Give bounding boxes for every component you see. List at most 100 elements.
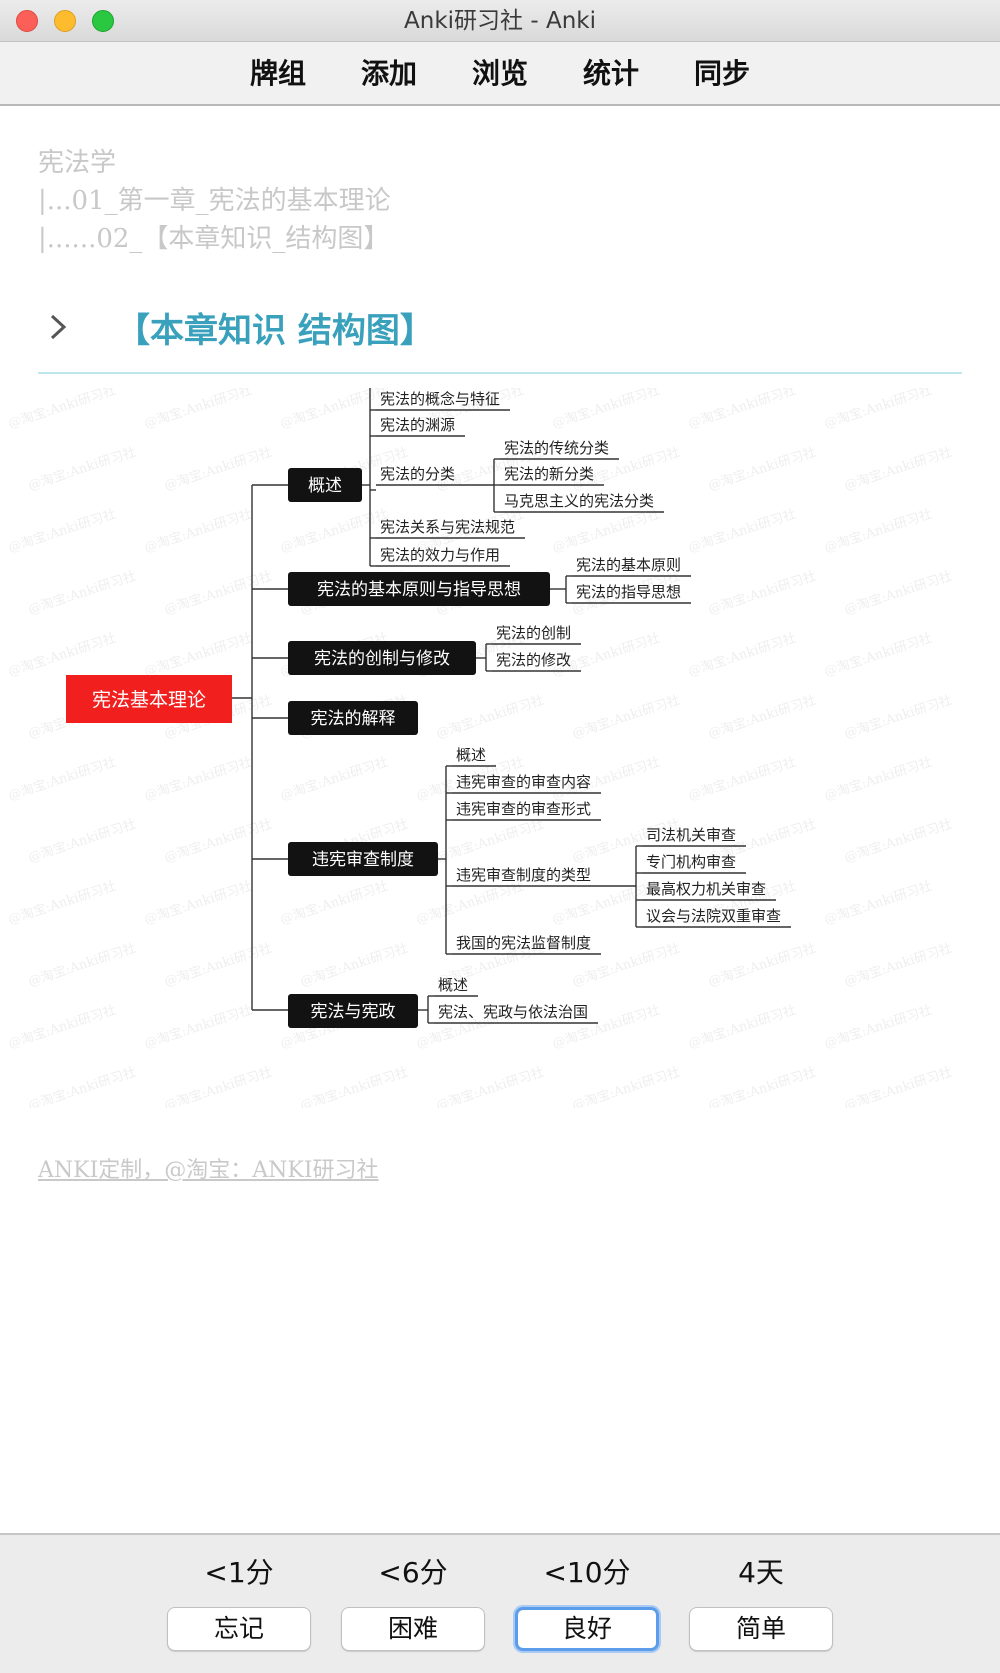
watermark-text: @淘宝:Anki研习社 bbox=[6, 878, 118, 928]
watermark-text: @淘宝:Anki研习社 bbox=[686, 630, 798, 680]
watermark-text: @淘宝:Anki研习社 bbox=[162, 568, 274, 618]
watermark-text: @淘宝:Anki研习社 bbox=[842, 816, 954, 866]
watermark-text: @淘宝:Anki研习社 bbox=[842, 940, 954, 990]
branch-principles bbox=[288, 572, 550, 606]
watermark-text: @淘宝:Anki研习社 bbox=[6, 506, 118, 556]
main-toolbar: 牌组 添加 浏览 统计 同步 bbox=[0, 42, 1000, 106]
leaf-review-type-3: 议会与法院双重审查 bbox=[646, 907, 781, 925]
breadcrumb: 宪法学 |...01_第一章_宪法的基本理论 |......02_【本章知识_结… bbox=[38, 144, 391, 258]
watermark-text: @淘宝:Anki研习社 bbox=[706, 444, 818, 494]
leaf-principles-1: 宪法的指导思想 bbox=[576, 583, 681, 601]
watermark-text: @淘宝:Anki研习社 bbox=[822, 388, 934, 432]
watermark-text: @淘宝:Anki研习社 bbox=[570, 1064, 682, 1108]
root-node-label: 宪法基本理论 bbox=[92, 689, 206, 711]
leaf-principles-0: 宪法的基本原则 bbox=[576, 556, 681, 574]
watermark-text: @淘宝:Anki研习社 bbox=[142, 630, 254, 680]
branch-overview bbox=[288, 468, 362, 502]
answer-easy: 4天 简单 bbox=[689, 1553, 833, 1651]
watermark-text: @淘宝:Anki研习社 bbox=[842, 692, 954, 742]
leaf-overview-1: 宪法的渊源 bbox=[380, 416, 455, 434]
leaf-review-type-0: 司法机关审查 bbox=[646, 826, 736, 844]
toolbar-browse[interactable]: 浏览 bbox=[471, 57, 528, 90]
again-button[interactable]: 忘记 bbox=[167, 1607, 311, 1651]
leaf-constitutionalism-0: 概述 bbox=[438, 976, 468, 994]
section-heading: 【本章知识 结构图】 bbox=[38, 300, 434, 354]
mind-map-image: @淘宝:Anki研习社@淘宝:Anki研习社@淘宝:Anki研习社@淘宝:Ank… bbox=[0, 388, 960, 1108]
watermark-text: @淘宝:Anki研习社 bbox=[706, 1064, 818, 1108]
watermark-text: @淘宝:Anki研习社 bbox=[6, 630, 118, 680]
watermark-text: @淘宝:Anki研习社 bbox=[434, 1064, 546, 1108]
branch-review-label: 违宪审查制度 bbox=[312, 850, 414, 870]
branch-principles-label: 宪法的基本原则与指导思想 bbox=[317, 580, 521, 600]
footer-link[interactable]: ANKI定制，@淘宝：ANKI研习社 bbox=[38, 1158, 379, 1183]
answer-hard: <6分 困难 bbox=[341, 1553, 485, 1651]
leaf-overview-0: 宪法的概念与特征 bbox=[380, 390, 500, 408]
watermark-text: @淘宝:Anki研习社 bbox=[142, 388, 254, 432]
mind-map-svg: @淘宝:Anki研习社@淘宝:Anki研习社@淘宝:Anki研习社@淘宝:Ank… bbox=[6, 388, 954, 1108]
watermark-text: @淘宝:Anki研习社 bbox=[570, 692, 682, 742]
leaf-review-0: 概述 bbox=[456, 746, 486, 764]
good-button[interactable]: 良好 bbox=[515, 1607, 659, 1651]
watermark-text: @淘宝:Anki研习社 bbox=[842, 1064, 954, 1108]
toolbar-add[interactable]: 添加 bbox=[360, 57, 417, 90]
title-bar: Anki研习社 - Anki bbox=[0, 0, 1000, 42]
breadcrumb-deck: 宪法学 bbox=[38, 148, 117, 178]
toolbar-sync[interactable]: 同步 bbox=[693, 57, 750, 90]
answer-good: <10分 良好 bbox=[515, 1553, 659, 1651]
watermark-text: @淘宝:Anki研习社 bbox=[26, 1064, 138, 1108]
watermark-text: @淘宝:Anki研习社 bbox=[686, 388, 798, 432]
close-window-button[interactable] bbox=[16, 10, 38, 32]
branch-overview-label: 概述 bbox=[308, 476, 342, 496]
breadcrumb-chapter: |...01_第一章_宪法的基本理论 bbox=[38, 186, 391, 216]
minimize-window-button[interactable] bbox=[54, 10, 76, 32]
easy-button[interactable]: 简单 bbox=[689, 1607, 833, 1651]
maximize-window-button[interactable] bbox=[92, 10, 114, 32]
hard-button[interactable]: 困难 bbox=[341, 1607, 485, 1651]
watermark-text: @淘宝:Anki研习社 bbox=[6, 754, 118, 804]
watermark-text: @淘宝:Anki研习社 bbox=[822, 506, 934, 556]
branch-constitutionalism bbox=[288, 994, 418, 1028]
watermark-text: @淘宝:Anki研习社 bbox=[162, 940, 274, 990]
answer-bar: <1分 忘记 <6分 困难 <10分 良好 4天 简单 bbox=[0, 1533, 1000, 1673]
chevron-right-icon[interactable] bbox=[38, 307, 78, 347]
leaf-review-4: 我国的宪法监督制度 bbox=[456, 934, 591, 952]
watermark-text: @淘宝:Anki研习社 bbox=[706, 940, 818, 990]
watermark-text: @淘宝:Anki研习社 bbox=[550, 506, 662, 556]
leaf-overview-4: 宪法的效力与作用 bbox=[380, 546, 500, 564]
toolbar-decks[interactable]: 牌组 bbox=[249, 57, 306, 90]
branch-interpretation-label: 宪法的解释 bbox=[311, 709, 396, 729]
section-divider bbox=[38, 372, 962, 374]
leaf-review-1: 违宪审查的审查内容 bbox=[456, 773, 591, 791]
leaf-overview-2: 宪法的分类 bbox=[380, 465, 455, 483]
watermark-text: @淘宝:Anki研习社 bbox=[298, 1064, 410, 1108]
watermark-text: @淘宝:Anki研习社 bbox=[142, 1002, 254, 1052]
window-title: Anki研习社 - Anki bbox=[404, 8, 596, 34]
watermark-text: @淘宝:Anki研习社 bbox=[6, 1002, 118, 1052]
watermark-text: @淘宝:Anki研习社 bbox=[278, 878, 390, 928]
watermark-text: @淘宝:Anki研习社 bbox=[434, 692, 546, 742]
leaf-creation-0: 宪法的创制 bbox=[496, 624, 571, 642]
branch-review bbox=[288, 842, 438, 876]
interval-easy: 4天 bbox=[738, 1556, 784, 1589]
branch-creation-label: 宪法的创制与修改 bbox=[314, 649, 450, 669]
answer-again: <1分 忘记 bbox=[167, 1553, 311, 1651]
interval-good: <10分 bbox=[543, 1556, 631, 1589]
leaf-review-2: 违宪审查的审查形式 bbox=[456, 800, 591, 818]
watermark-text: @淘宝:Anki研习社 bbox=[686, 1002, 798, 1052]
watermark-text: @淘宝:Anki研习社 bbox=[142, 754, 254, 804]
watermark-text: @淘宝:Anki研习社 bbox=[142, 506, 254, 556]
branch-creation bbox=[288, 641, 476, 675]
watermark-text: @淘宝:Anki研习社 bbox=[822, 878, 934, 928]
watermark-text: @淘宝:Anki研习社 bbox=[26, 568, 138, 618]
leaf-classification-1: 宪法的新分类 bbox=[504, 465, 594, 483]
watermark-text: @淘宝:Anki研习社 bbox=[842, 444, 954, 494]
watermark-text: @淘宝:Anki研习社 bbox=[26, 444, 138, 494]
branch-interpretation bbox=[288, 701, 418, 735]
watermark-text: @淘宝:Anki研习社 bbox=[822, 754, 934, 804]
watermark-text: @淘宝:Anki研习社 bbox=[278, 506, 390, 556]
toolbar-stats[interactable]: 统计 bbox=[582, 57, 639, 90]
root-node bbox=[66, 675, 232, 723]
leaf-overview-3: 宪法关系与宪法规范 bbox=[380, 518, 515, 536]
leaf-classification-0: 宪法的传统分类 bbox=[504, 439, 609, 457]
watermark-text: @淘宝:Anki研习社 bbox=[842, 568, 954, 618]
